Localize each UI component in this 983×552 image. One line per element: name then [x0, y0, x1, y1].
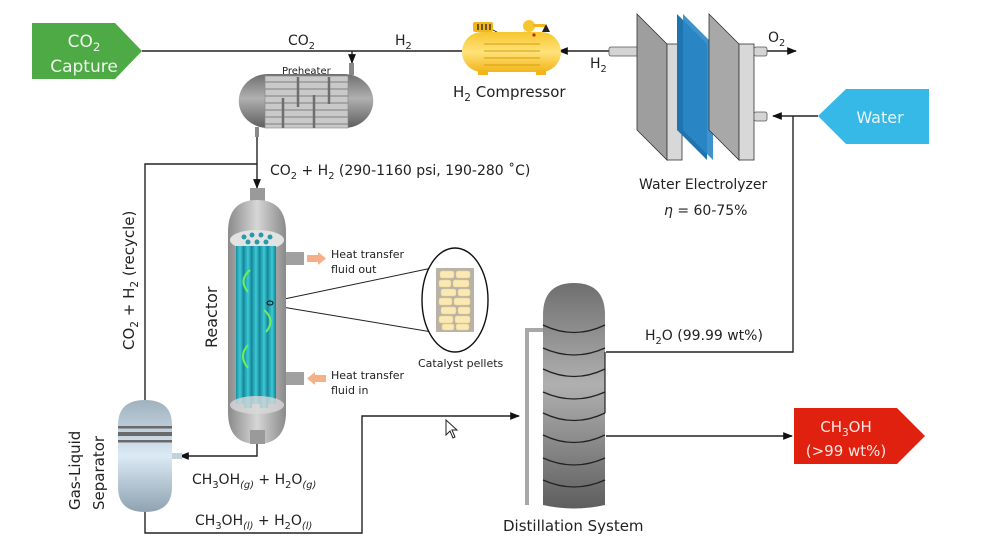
- catalyst-zoom-line-bottom: [269, 304, 433, 333]
- distillation-column: Distillation System: [503, 283, 644, 535]
- h2-electrolyzer-stream-label: H2: [590, 56, 607, 75]
- water-electrolyzer: Water Electrolyzer η = 60-75%: [608, 13, 768, 219]
- co2-capture-node: CO2 Capture: [32, 23, 142, 79]
- catalyst-label: Catalyst pellets: [418, 357, 504, 370]
- recycle-label: CO2 + H2 (recycle): [120, 211, 141, 350]
- electrolyzer-efficiency: η = 60-75%: [664, 203, 748, 219]
- preheater-label: Preheater: [282, 66, 332, 77]
- separator-label: Gas-Liquid: [66, 431, 84, 510]
- water-product-label: H2O (99.99 wt%): [645, 328, 763, 347]
- gas-products-line: [179, 444, 258, 460]
- h2-compressor: H2 Compressor: [453, 20, 566, 104]
- co2-capture-label-2: Capture: [50, 57, 118, 77]
- heat-in-arrow: [307, 372, 326, 385]
- liquid-products-line: [144, 412, 520, 534]
- heat-out-label: Heat transfer: [331, 248, 405, 261]
- reactor: Reactor: [202, 188, 304, 444]
- methanol-output-node: CH3OH (>99 wt%): [794, 408, 925, 464]
- water-node: Water: [818, 89, 929, 144]
- water-label: Water: [856, 108, 904, 127]
- mouse-cursor-icon: [445, 418, 459, 439]
- liquid-products-label: CH3OH(l) + H2O(l): [195, 513, 312, 532]
- electrolyzer-label: Water Electrolyzer: [639, 177, 768, 193]
- co2-stream-label: CO2: [288, 33, 315, 52]
- h2-compressor-label: H2 Compressor: [453, 83, 566, 104]
- gas-liquid-separator: Gas-Liquid Separator: [66, 400, 182, 512]
- methanol-purity: (>99 wt%): [806, 442, 887, 460]
- svg-text:CO2: CO2: [68, 32, 101, 54]
- heat-out-arrow: [307, 252, 326, 265]
- catalyst-zoom-line-top: [269, 267, 433, 303]
- heat-in-label: Heat transfer: [331, 369, 405, 382]
- preheater: Preheater: [238, 63, 374, 137]
- distillation-label: Distillation System: [503, 517, 644, 535]
- methanol-label: CH3OH: [820, 418, 872, 439]
- catalyst-detail: Catalyst pellets: [418, 247, 504, 370]
- flow-lines: [142, 47, 818, 534]
- recycle-line: [144, 163, 257, 400]
- separator-label-2: Separator: [90, 435, 108, 510]
- heat-out-label-2: fluid out: [331, 263, 377, 276]
- reactor-feed-label: CO2 + H2 (290-1160 psi, 190-280 ˚C): [270, 162, 530, 182]
- gas-products-label: CH3OH(g) + H2O(g): [192, 472, 316, 491]
- co2-capture-label: CO: [68, 32, 93, 52]
- water-recycle-line: [606, 116, 794, 353]
- o2-stream-label: O2: [768, 30, 785, 49]
- h2-stream-label: H2: [395, 33, 412, 52]
- heat-in-label-2: fluid in: [331, 384, 368, 397]
- reactor-label: Reactor: [202, 286, 221, 348]
